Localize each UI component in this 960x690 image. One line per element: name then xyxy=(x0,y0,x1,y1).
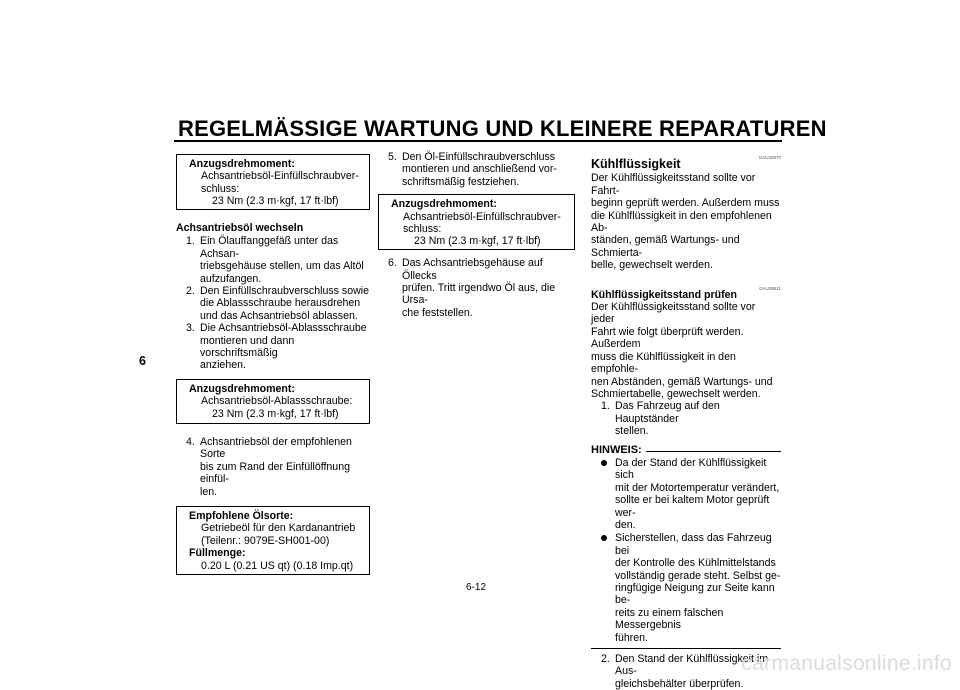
box-heading: Anzugsdrehmoment: xyxy=(391,198,497,211)
paragraph-check: Der Kühlflüssigkeitsstand sollte vor jed… xyxy=(591,301,773,400)
step-1: 1.Ein Ölauffanggefäß unter das Achsan-tr… xyxy=(186,235,364,285)
chapter-tab: 6 xyxy=(139,354,146,368)
column-1: Anzugsdrehmoment: Achsantriebsöl-Einfüll… xyxy=(176,154,372,575)
section-heading-coolant: Kühlflüssigkeit xyxy=(591,157,681,171)
torque-box-drain-screw: Anzugsdrehmoment: Achsantriebsöl-Ablasss… xyxy=(176,378,370,424)
column-3: GAU20070 Kühlflüssigkeit Der Kühlflüssig… xyxy=(591,152,781,690)
box-heading: Empfohlene Ölsorte: xyxy=(189,509,294,522)
oil-recommendation-box: Empfohlene Ölsorte: Getriebeöl für den K… xyxy=(176,505,370,575)
torque-box-fill-screw: Anzugsdrehmoment: Achsantriebsöl-Einfüll… xyxy=(176,154,370,210)
note-end-rule xyxy=(591,648,781,650)
page-title: REGELMÄSSIGE WARTUNG UND KLEINERE REPARA… xyxy=(178,116,827,141)
note-heading: HINWEIS: xyxy=(591,444,781,456)
section-title-oil-change: Achsantriebsöl wechseln xyxy=(176,222,304,234)
paragraph-intro: Der Kühlflüssigkeitsstand sollte vor Fah… xyxy=(591,172,780,272)
bullet-dot-icon xyxy=(601,535,607,542)
reference-code: GAU39511 xyxy=(759,285,781,291)
reference-code: GAU20070 xyxy=(758,155,781,160)
box-heading-quantity: Füllmenge: xyxy=(189,547,246,560)
box-heading: Anzugsdrehmoment: xyxy=(189,382,295,395)
box-heading: Anzugsdrehmoment: xyxy=(189,158,295,170)
page-number: 6-12 xyxy=(466,582,487,593)
torque-box-fill-screw-2: Anzugsdrehmoment: Achsantriebsöl-Einfüll… xyxy=(378,194,575,251)
note-rule xyxy=(645,451,781,453)
bullet-dot-icon xyxy=(601,459,607,466)
subheading-check-level: Kühlflüssigkeitsstand prüfen xyxy=(591,288,737,301)
title-rule xyxy=(174,140,782,142)
watermark: carmanualsonline.info xyxy=(741,652,952,675)
